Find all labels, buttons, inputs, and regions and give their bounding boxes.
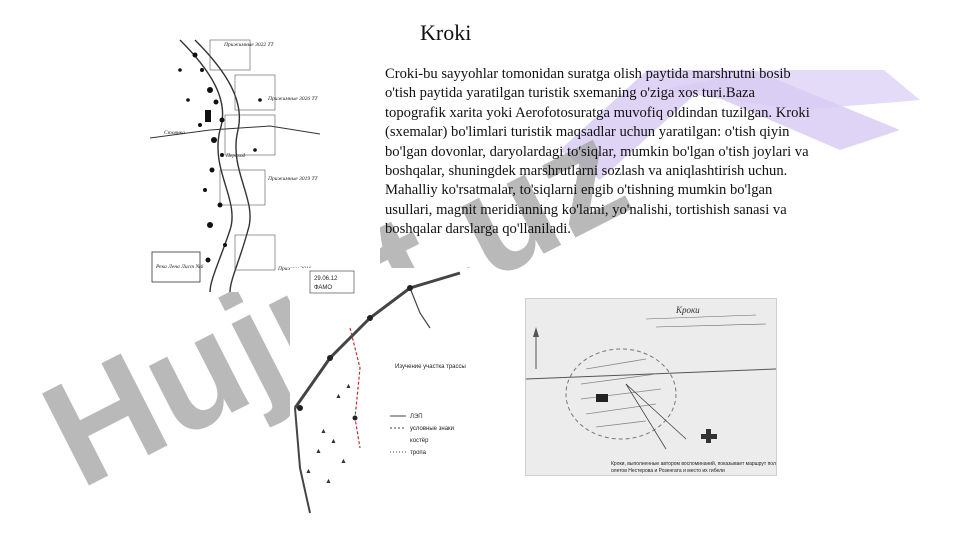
sketch-2-date: 29.06.12 [314, 276, 338, 282]
sketch-1-label: Прижимные 3022 ТТ [223, 42, 275, 48]
svg-text:▲: ▲ [305, 467, 312, 475]
slide-body-text: Croki-bu sayyohlar tomonidan suratga oli… [385, 66, 810, 238]
sketch-2-label: Изучение участка трассы [395, 364, 466, 370]
sketch-2-legend-item: костёр [410, 438, 429, 444]
sketch-1-label: Переход [225, 152, 246, 159]
sketch-3-title: Кроки [675, 305, 700, 315]
sketch-3-caption-line-2: олетов Нестерова и Розенгата и место их … [611, 468, 725, 474]
route-sketch-image-2: ▲▲▲ ▲▲▲ ▲▲ 29.06.12 ФАМО Изучение участк… [290, 268, 485, 516]
svg-text:▲: ▲ [320, 427, 327, 435]
svg-text:▲: ▲ [345, 382, 352, 390]
svg-text:▲: ▲ [340, 457, 347, 465]
svg-text:▲: ▲ [330, 437, 337, 445]
svg-text:▲: ▲ [335, 392, 342, 400]
route-sketch-image-3: Кроки Кроки, выполненные автором воспоми… [525, 298, 777, 476]
sketch-1-label: Прижимные 3019 ТТ [267, 176, 319, 182]
sketch-1-legend-label: Река Лена Лист №6 [155, 264, 204, 270]
svg-text:▲: ▲ [325, 477, 332, 485]
sketch-2-legend-item: тропа [410, 450, 427, 456]
svg-text:▲: ▲ [315, 447, 322, 455]
slide-title: Kroki [420, 20, 472, 45]
sketch-2-legend-item: ЛЭП [410, 414, 423, 420]
sketch-1-label: Прижимные 3026 ТТ [267, 96, 319, 102]
sketch-2-author: ФАМО [314, 285, 332, 291]
sketch-3-caption-line-1: Кроки, выполненные автором воспоминаний,… [611, 460, 776, 474]
sketch-2-legend-item: условные знаки [410, 426, 454, 432]
route-sketch-image-1: Прижимные 3022 ТТ Прижимные 3026 ТТ Приж… [150, 30, 380, 292]
sketch-1-label: Стоянка [164, 130, 185, 136]
